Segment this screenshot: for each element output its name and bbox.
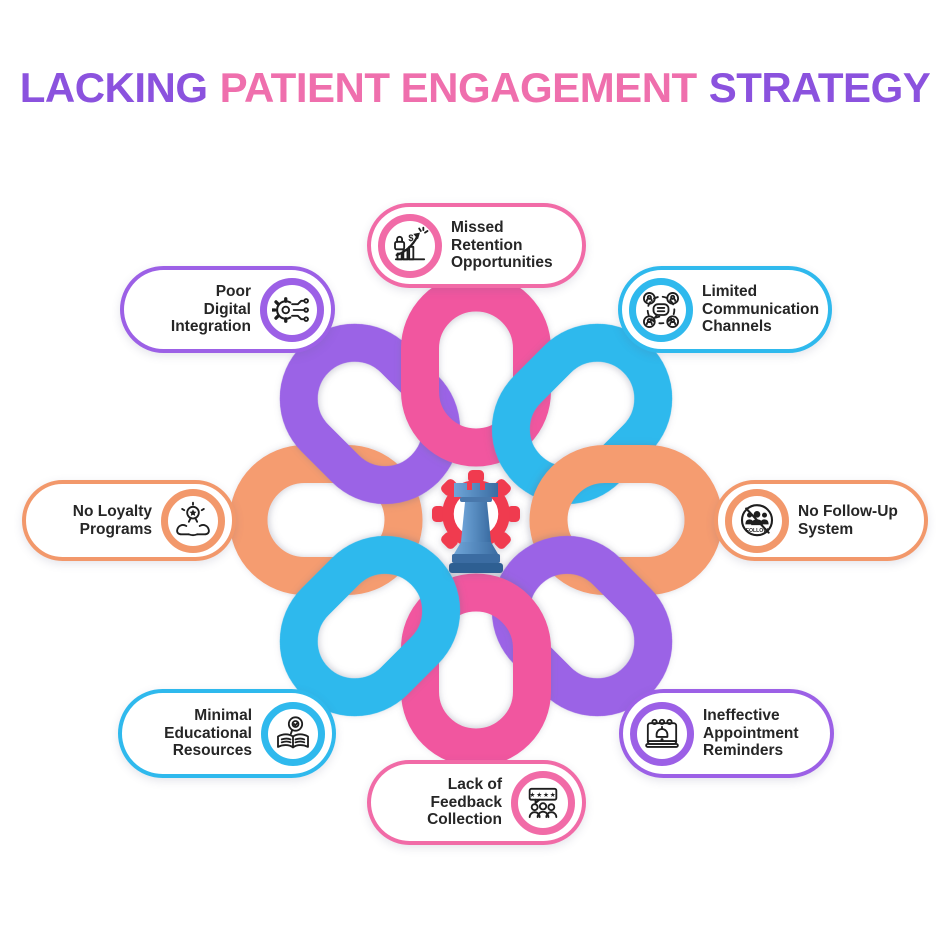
svg-text:FOLLOW: FOLLOW	[746, 527, 768, 533]
strategy-gear-rook-icon	[432, 470, 520, 573]
title-word-2: PATIENT ENGAGEMENT	[219, 64, 698, 111]
callout-label: Missed Retention Opportunities	[451, 218, 553, 272]
callout-label: Limited Communication Channels	[702, 282, 820, 336]
callout-lack-of-feedback-collection: ★★★★ Lack of Feedback Collection	[367, 760, 586, 845]
loop-bottom-left	[279, 535, 461, 717]
svg-text:★★★★: ★★★★	[529, 791, 556, 799]
callout-label: Minimal Educational Resources	[164, 706, 252, 760]
digital-gear-icon	[260, 277, 324, 342]
education-book-icon	[261, 701, 325, 766]
callout-no-follow-up-system: FOLLOW No Follow-Up System	[714, 480, 928, 561]
svg-text:$: $	[408, 233, 413, 243]
loyalty-badge-icon	[161, 488, 225, 553]
callout-no-loyalty-programs: No Loyalty Programs	[22, 480, 236, 561]
title-word-1: LACKING	[19, 64, 208, 111]
network-chat-icon	[629, 277, 693, 342]
no-follow-icon: FOLLOW	[725, 488, 789, 553]
callout-label: No Loyalty Programs	[72, 502, 152, 538]
callout-label: No Follow-Up System	[798, 502, 898, 538]
callout-missed-retention-opportunities: $ Missed Retention Opportunities	[367, 203, 586, 288]
callout-label: Lack of Feedback Collection	[427, 775, 502, 829]
callout-label: Ineffective Appointment Reminders	[703, 706, 799, 760]
callout-minimal-educational-resources: Minimal Educational Resources	[118, 689, 336, 778]
callout-poor-digital-integration: Poor Digital Integration	[120, 266, 335, 353]
chess-rook	[449, 483, 503, 573]
callout-ineffective-appointment-reminders: Ineffective Appointment Reminders	[619, 689, 834, 778]
title-word-3: STRATEGY	[708, 64, 931, 111]
feedback-survey-icon: ★★★★	[511, 770, 575, 835]
calendar-bell-icon	[630, 701, 694, 766]
growth-lock-icon: $	[378, 213, 442, 278]
callout-limited-communication-channels: Limited Communication Channels	[618, 266, 832, 353]
callout-label: Poor Digital Integration	[170, 282, 251, 336]
